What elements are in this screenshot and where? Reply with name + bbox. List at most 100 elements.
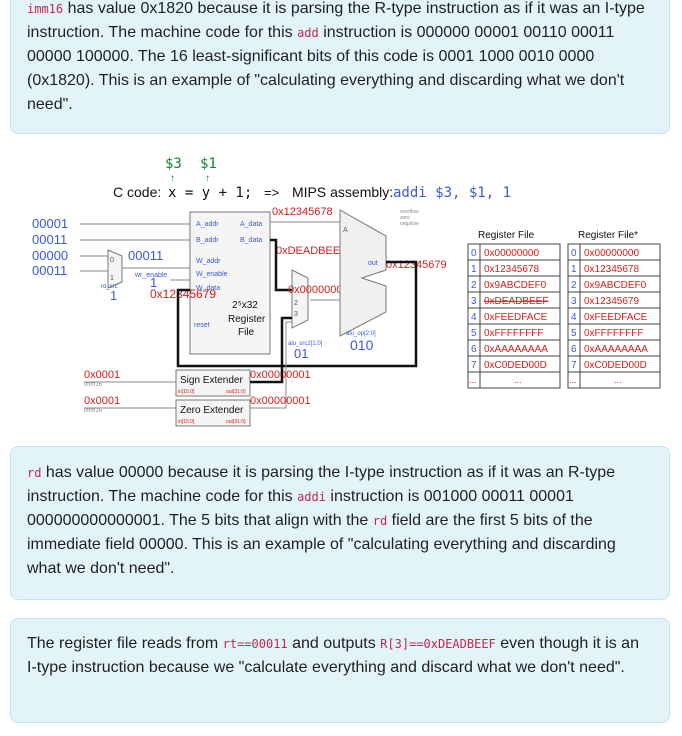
- svg-text:1: 1: [110, 275, 114, 282]
- regfile-title: Register: [228, 314, 266, 325]
- mips-label: MIPS assembly:: [292, 184, 393, 200]
- register-row: 0 0x00000000: [467, 243, 561, 261]
- sign-ext-label: Sign Extender: [180, 375, 243, 386]
- register-value: 0x9ABCDEF0: [584, 280, 647, 291]
- register-value: 0xFFFFFFFF: [584, 328, 643, 339]
- ellipsis: ...: [569, 375, 577, 385]
- svg-text:overflow: overflow: [400, 209, 419, 215]
- register-index: 1: [571, 264, 577, 275]
- alu-src2-value: 01: [294, 346, 308, 361]
- register-index: 6: [571, 344, 577, 355]
- register-value: 0xC0DED00D: [584, 360, 647, 371]
- register-index: 2: [571, 280, 577, 291]
- port-reset: reset: [194, 322, 210, 329]
- register-row: 6 0xAAAAAAAA: [567, 339, 661, 357]
- zero-extender-block: [175, 399, 251, 427]
- register-value: 0xFEEDFACE: [584, 312, 648, 323]
- text-segment: instruction is 001000 00011 00001 000000…: [27, 488, 574, 529]
- ellipsis: ...: [469, 375, 477, 385]
- regfile-title-2: File: [238, 327, 255, 338]
- mips-code: addi $3, $1, 1: [393, 185, 511, 201]
- imm16-label: imm16: [84, 382, 103, 388]
- field-rs: 00001: [32, 216, 68, 231]
- wr-enable-value: 1: [150, 275, 157, 290]
- register-file-block: [189, 211, 271, 355]
- regfile-size: 2⁵x32: [232, 300, 258, 311]
- rf-after-title: Register File*: [578, 230, 638, 241]
- alu-input-b: 0x00000001: [288, 284, 349, 296]
- register-value: 0x12345678: [484, 264, 539, 275]
- register-value: 0xDEADBEEF: [484, 296, 548, 307]
- svg-text:2: 2: [294, 300, 298, 307]
- port-a-addr: A_addr: [196, 221, 219, 228]
- code-r3: R[3]==0xDEADBEEF: [380, 637, 496, 651]
- text-segment: has value 00000 because it is parsing th…: [27, 464, 616, 505]
- register-index: 0: [471, 248, 477, 259]
- a-data-value: 0x12345678: [272, 206, 333, 218]
- field-rt-dup: 00011: [32, 263, 67, 278]
- code-rd: rd: [372, 514, 388, 528]
- register-index: 4: [471, 312, 477, 323]
- register-index: 4: [571, 312, 577, 323]
- svg-text:3: 3: [294, 311, 298, 318]
- register-index: 1: [471, 264, 477, 275]
- code-addi: addi: [297, 490, 326, 504]
- explanation-card-regfile: The register file reads from rt==00011 a…: [10, 618, 670, 723]
- register-value: 0xAAAAAAAA: [584, 344, 648, 355]
- alu-op-value: 010: [350, 337, 374, 353]
- register-index: 6: [471, 344, 477, 355]
- svg-text:negative: negative: [400, 221, 419, 227]
- text-segment: even though it is an I-type instruction …: [27, 635, 639, 676]
- register-row: 6 0xAAAAAAAA: [467, 339, 561, 357]
- sign-ext-input: 0x0001: [84, 369, 120, 381]
- register-value: 0x00000000: [484, 248, 539, 259]
- field-rd: 00000: [32, 248, 68, 263]
- svg-text:imm16: imm16: [84, 408, 103, 414]
- explanation-card-rd: rd has value 00000 because it is parsing…: [10, 446, 670, 600]
- explanation-card-imm16: imm16 has value 0x1820 because it is par…: [10, 0, 670, 134]
- port-w-addr: W_addr: [196, 258, 221, 265]
- code-rd: rd: [27, 466, 42, 480]
- datapath-diagram: $3 $1 ↑ ↑ C code: x = y + 1; => MIPS ass…: [32, 156, 661, 427]
- wdata-value: 0x12345679: [150, 287, 216, 301]
- alu-out-label: out: [368, 260, 378, 267]
- alu-op-label: alu_op[2:0]: [346, 331, 376, 337]
- register-value: 0x12345679: [584, 296, 639, 307]
- b-data-value: 0xDEADBEEF: [276, 245, 347, 257]
- port-b-data: B_data: [240, 237, 262, 244]
- sign-ext-output: 0x00000001: [250, 369, 311, 381]
- register-row: 3 0x12345679: [567, 291, 661, 309]
- arrow-up-icon: ↑: [205, 173, 210, 184]
- alu-src2-label: alu_src2[1:0]: [288, 341, 323, 347]
- alu: [339, 209, 387, 337]
- register-row: 2 0x9ABCDEF0: [567, 275, 661, 293]
- register-value: 0xFFFFFFFF: [484, 328, 543, 339]
- register-index: 3: [571, 296, 577, 307]
- svg-text:zero: zero: [400, 215, 410, 221]
- sign-extender-block: [175, 369, 251, 397]
- mux-output-value: 00011: [128, 248, 163, 263]
- code-rt: rt==00011: [222, 637, 288, 651]
- register-value: 0xAAAAAAAA: [484, 344, 548, 355]
- svg-text:0: 0: [110, 257, 114, 264]
- register-value: 0xC0DED00D: [484, 360, 547, 371]
- rd-src-label: rd_src: [101, 284, 118, 290]
- ellipsis: ...: [614, 375, 622, 385]
- register-index: 7: [471, 360, 477, 371]
- c-code: x = y + 1;: [168, 185, 252, 201]
- ellipsis: ...: [514, 375, 522, 385]
- register-row: 1 0x12345678: [467, 259, 561, 277]
- rd-src-mux: [107, 249, 123, 289]
- register-row: 4 0xFEEDFACE: [567, 307, 661, 325]
- card-text: The register file reads from rt==00011 a…: [27, 632, 653, 680]
- instruction-fields: 00001 00011 00000 00011: [32, 216, 190, 278]
- card-text: rd has value 00000 because it is parsing…: [27, 461, 653, 581]
- svg-text:A: A: [343, 227, 348, 234]
